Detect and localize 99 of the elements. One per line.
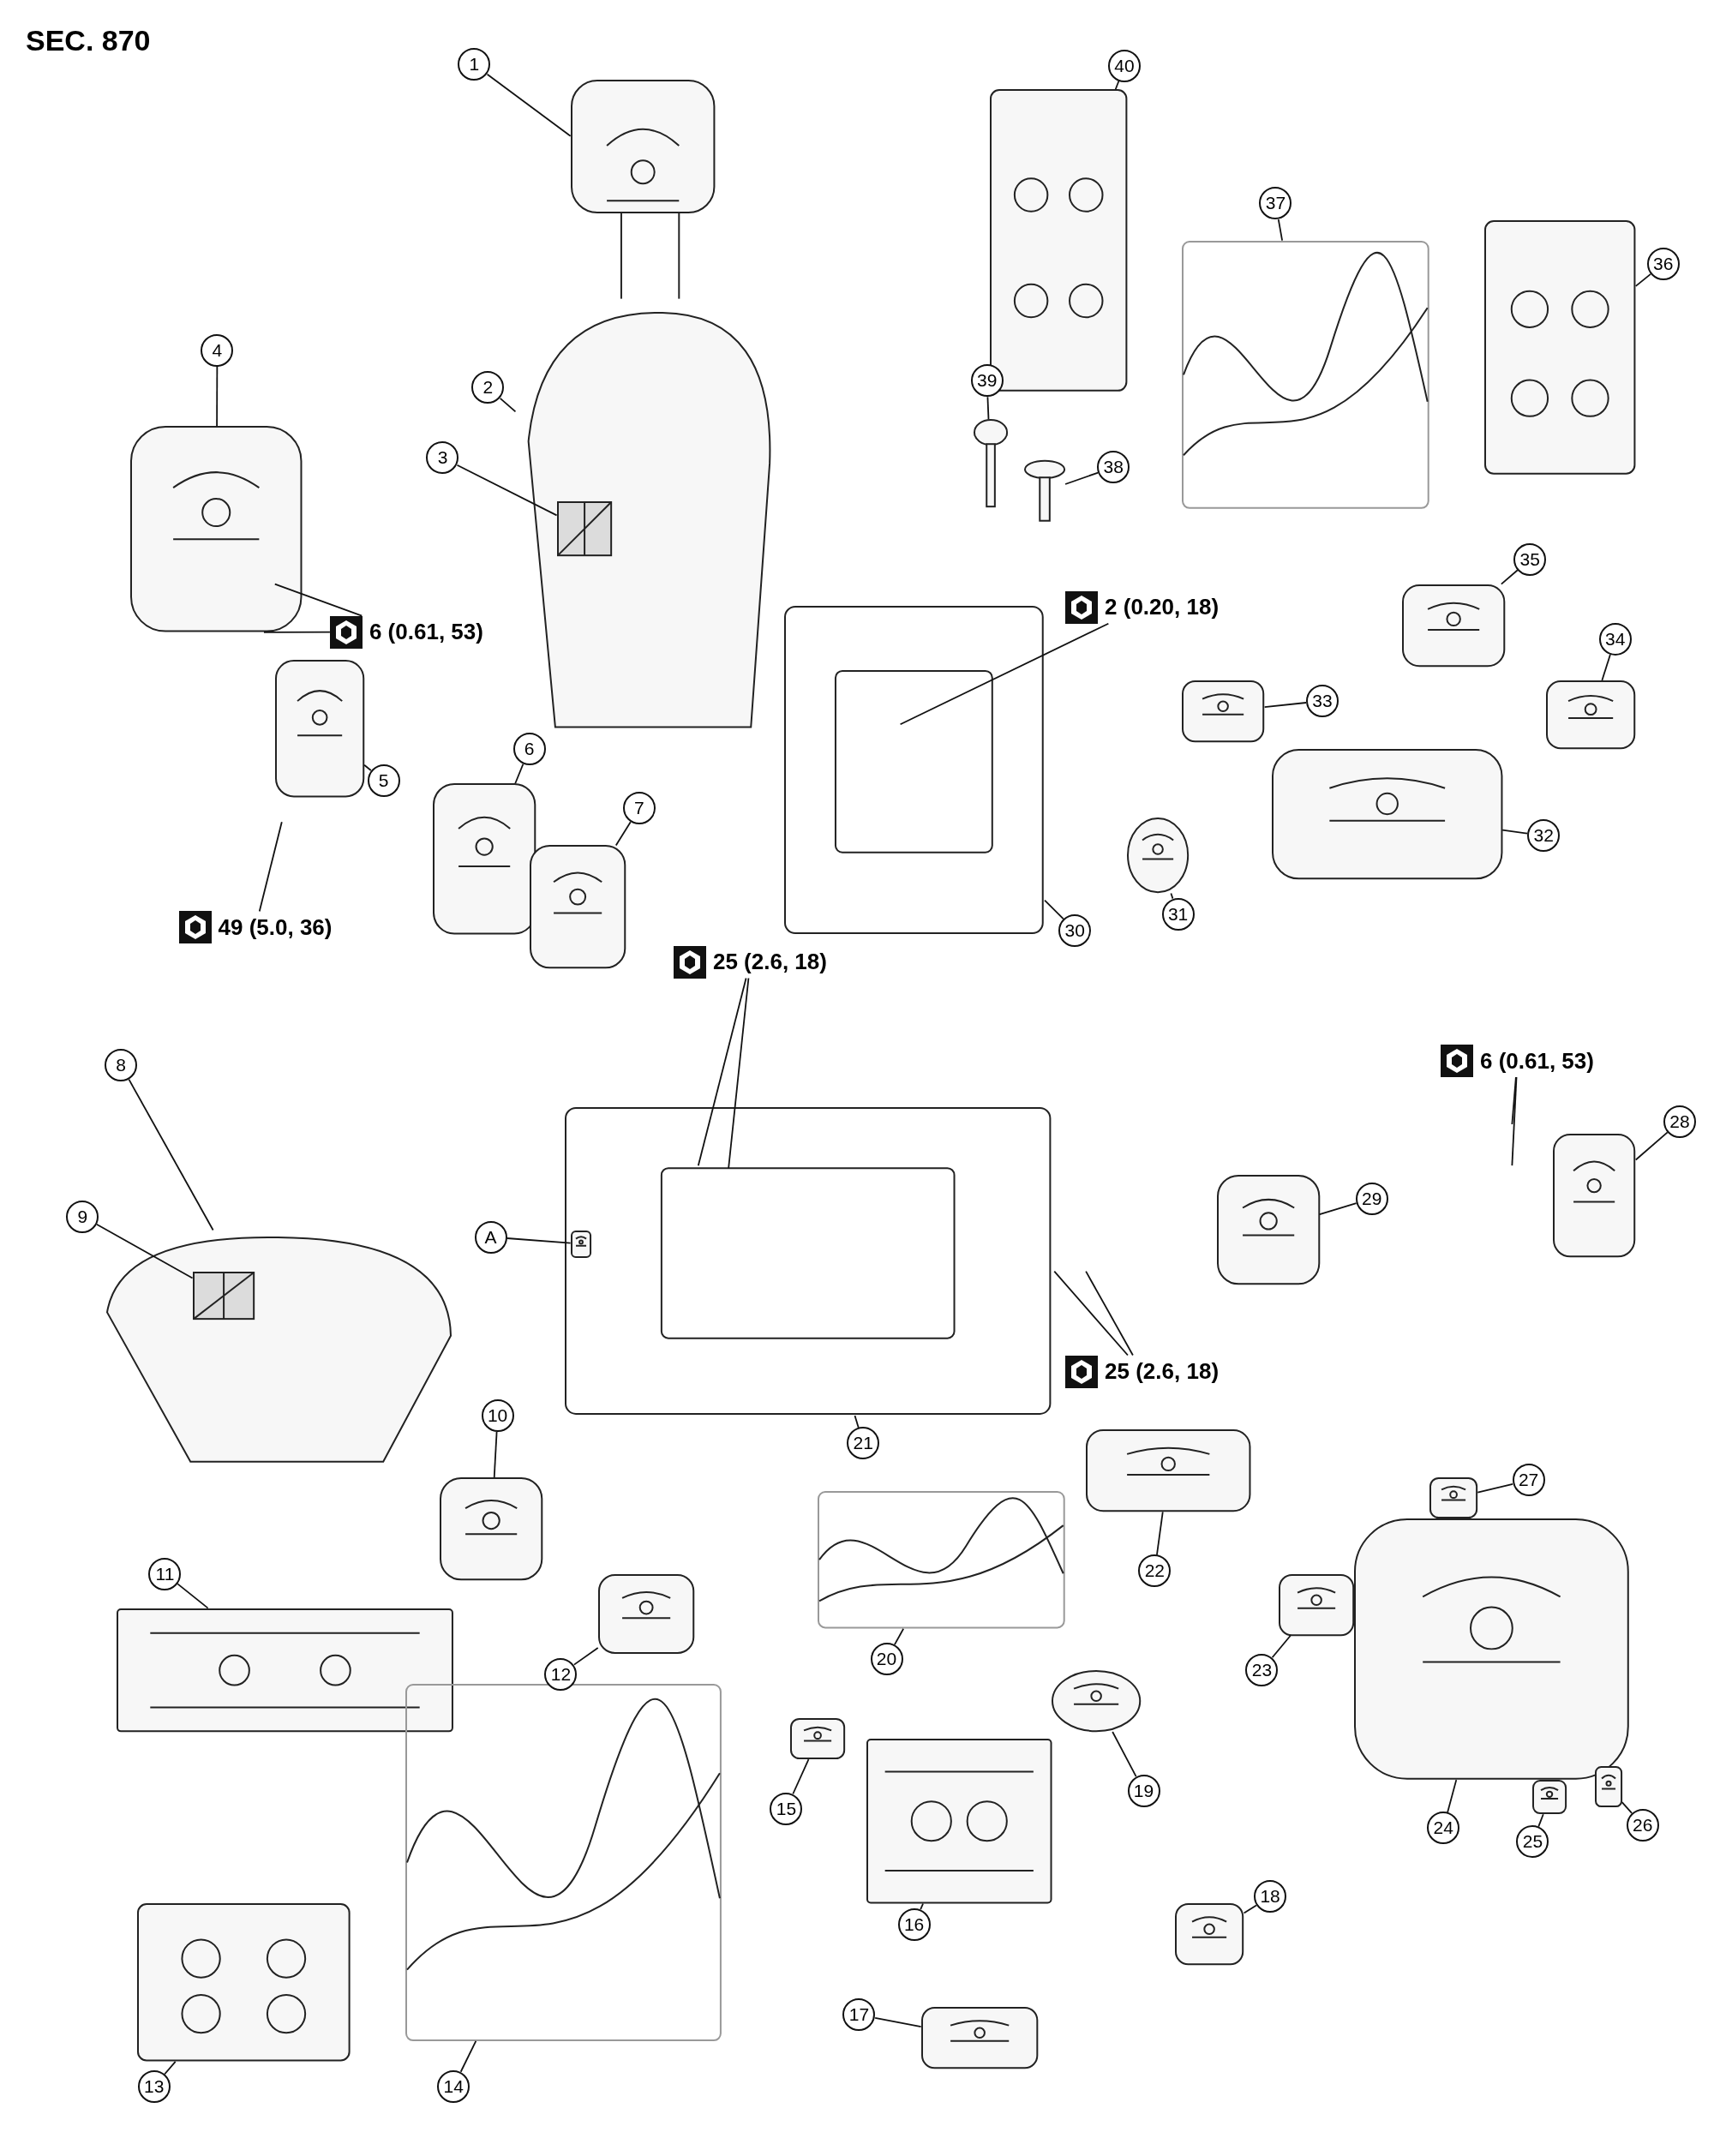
leader-line — [1318, 1202, 1357, 1216]
leader-line — [986, 396, 990, 421]
leader-line — [1447, 1779, 1458, 1813]
leader-line — [273, 583, 363, 617]
leader-line — [1044, 899, 1064, 920]
leader-line — [1634, 273, 1651, 287]
leader-line — [920, 1902, 924, 1910]
leader-line — [573, 1647, 599, 1666]
callout-number: 34 — [1598, 622, 1632, 656]
callout-number: 26 — [1626, 1809, 1659, 1842]
callout-number: 31 — [1161, 897, 1195, 931]
leader-line — [1511, 1076, 1518, 1167]
leader-line — [1170, 892, 1174, 900]
callout-number: 28 — [1663, 1105, 1697, 1138]
callout-number: 11 — [148, 1557, 182, 1590]
leader-line — [95, 1223, 194, 1279]
torque-value: 25 (2.6, 18) — [1105, 1358, 1220, 1385]
leader-line — [1601, 654, 1611, 681]
leader-line — [1277, 219, 1284, 242]
callout-number: 27 — [1512, 1464, 1545, 1497]
leader-line — [1243, 1904, 1257, 1914]
callout-number: 35 — [1513, 542, 1547, 576]
leader-line — [177, 1583, 209, 1609]
callout-number: 5 — [367, 764, 400, 798]
leader-line — [1263, 702, 1307, 708]
callout-number: 14 — [437, 2069, 470, 2103]
callout-number: 6 — [512, 733, 546, 766]
callout-number: 23 — [1245, 1653, 1279, 1686]
leader-line — [216, 366, 219, 428]
callout-number: 17 — [842, 1998, 876, 2032]
leader-line — [1500, 569, 1519, 585]
callout-number: 8 — [105, 1049, 138, 1082]
leader-line — [1511, 1076, 1517, 1125]
callout-number: 9 — [66, 1200, 99, 1233]
leader-line — [258, 821, 283, 913]
leader-line — [456, 464, 558, 517]
leader-line — [854, 1415, 860, 1428]
leader-line — [697, 977, 747, 1167]
callout-number: 20 — [870, 1643, 903, 1675]
callout-number: 2 — [471, 371, 505, 404]
torque-value: 2 (0.20, 18) — [1105, 594, 1220, 621]
leader-line — [486, 73, 572, 137]
leader-line — [459, 2040, 477, 2073]
callout-number: 38 — [1097, 451, 1130, 484]
torque-value: 25 (2.6, 18) — [712, 949, 827, 975]
callout-number: 19 — [1127, 1774, 1160, 1807]
leader-line — [1114, 80, 1120, 91]
callout-number: 33 — [1306, 685, 1339, 717]
leader-line — [1085, 1270, 1134, 1356]
callout-number: 16 — [897, 1907, 931, 1941]
callout-number: 25 — [1516, 1825, 1549, 1859]
leader-line — [893, 1627, 905, 1646]
leader-line — [1477, 1483, 1514, 1494]
torque-value: 6 (0.61, 53) — [1479, 1047, 1594, 1075]
leader-line — [263, 631, 331, 633]
callout-number: 15 — [770, 1792, 803, 1825]
callout-number: 30 — [1058, 913, 1092, 947]
callout-number: 7 — [622, 792, 656, 825]
leader-line — [614, 821, 632, 847]
leader-line — [499, 397, 517, 413]
callout-number: 40 — [1108, 50, 1142, 82]
leader-line — [514, 763, 524, 785]
callout-number: 3 — [426, 441, 459, 475]
torque-value: 49 (5.0, 36) — [218, 913, 333, 941]
callout-number: 1 — [458, 48, 491, 81]
callout-number: 39 — [970, 364, 1004, 398]
callout-number: 10 — [481, 1399, 514, 1433]
leader-line — [1112, 1731, 1137, 1778]
leader-line — [1621, 1801, 1633, 1814]
callout-number: 24 — [1427, 1812, 1460, 1845]
torque-value: 6 (0.61, 53) — [369, 619, 483, 646]
callout-number: 4 — [201, 334, 234, 367]
leader-line — [1053, 1270, 1129, 1356]
callout-number: 37 — [1259, 187, 1292, 220]
callout-number: A — [474, 1220, 507, 1254]
leader-line — [1501, 829, 1529, 835]
callout-number: 13 — [137, 2069, 171, 2103]
leader-line — [363, 764, 372, 771]
callout-number: 12 — [544, 1657, 578, 1691]
section-title: SEC. 870 — [26, 24, 151, 57]
leader-line — [1537, 1813, 1544, 1828]
leader-line — [1064, 471, 1100, 485]
leader-line — [1156, 1511, 1164, 1556]
callout-number: 22 — [1138, 1554, 1172, 1588]
leader-line — [1271, 1634, 1292, 1659]
leader-line — [874, 2017, 922, 2027]
callout-number: 18 — [1254, 1880, 1287, 1913]
leader-line — [493, 1431, 498, 1479]
callout-number: 29 — [1355, 1182, 1388, 1215]
leader-line — [128, 1078, 214, 1231]
leader-line — [1634, 1131, 1669, 1161]
callout-number: 21 — [847, 1427, 880, 1460]
leader-line — [899, 622, 1110, 726]
leader-line — [792, 1758, 810, 1795]
leader-line — [728, 977, 750, 1170]
callout-number: 32 — [1527, 819, 1561, 853]
callout-number: 36 — [1646, 247, 1680, 280]
leader-line — [506, 1237, 572, 1244]
leader-line — [164, 2061, 177, 2075]
